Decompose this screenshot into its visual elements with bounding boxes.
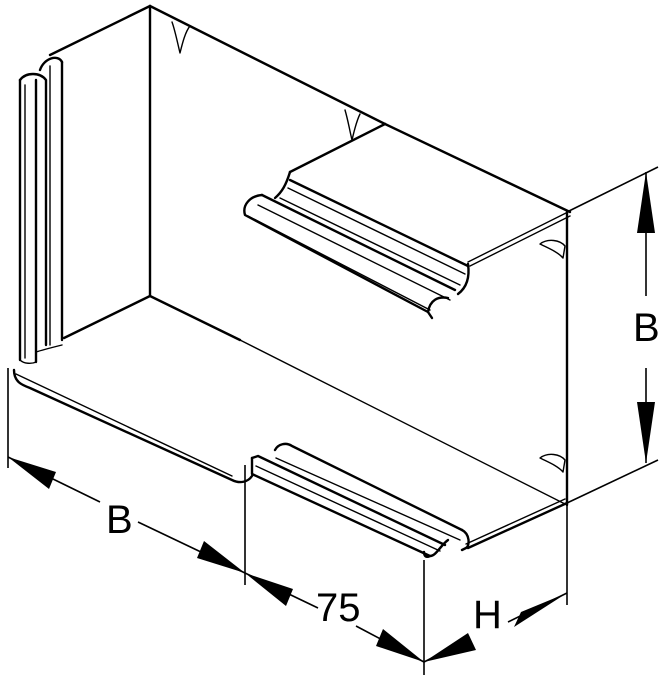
dimension-line-b-bottom (7, 456, 246, 574)
bottom-plate (12, 339, 569, 550)
dimension-line-75 (244, 572, 425, 663)
left-rolled-edge (18, 56, 64, 365)
dimension-label-h: H (473, 593, 502, 637)
right-front-edge (539, 210, 569, 507)
dimension-line-h (423, 592, 568, 663)
bottom-channel (250, 442, 470, 558)
dimension-label-b-bottom: B (106, 498, 133, 542)
dimension-label-b-right: B (633, 306, 660, 350)
back-right-wall (148, 4, 387, 342)
dimension-label-75: 75 (316, 586, 361, 630)
extension-lines (7, 166, 659, 675)
dimension-line-b-right (637, 172, 655, 463)
top-cover-plate (288, 122, 572, 267)
top-channel (243, 170, 470, 320)
back-left-wall (48, 4, 152, 342)
